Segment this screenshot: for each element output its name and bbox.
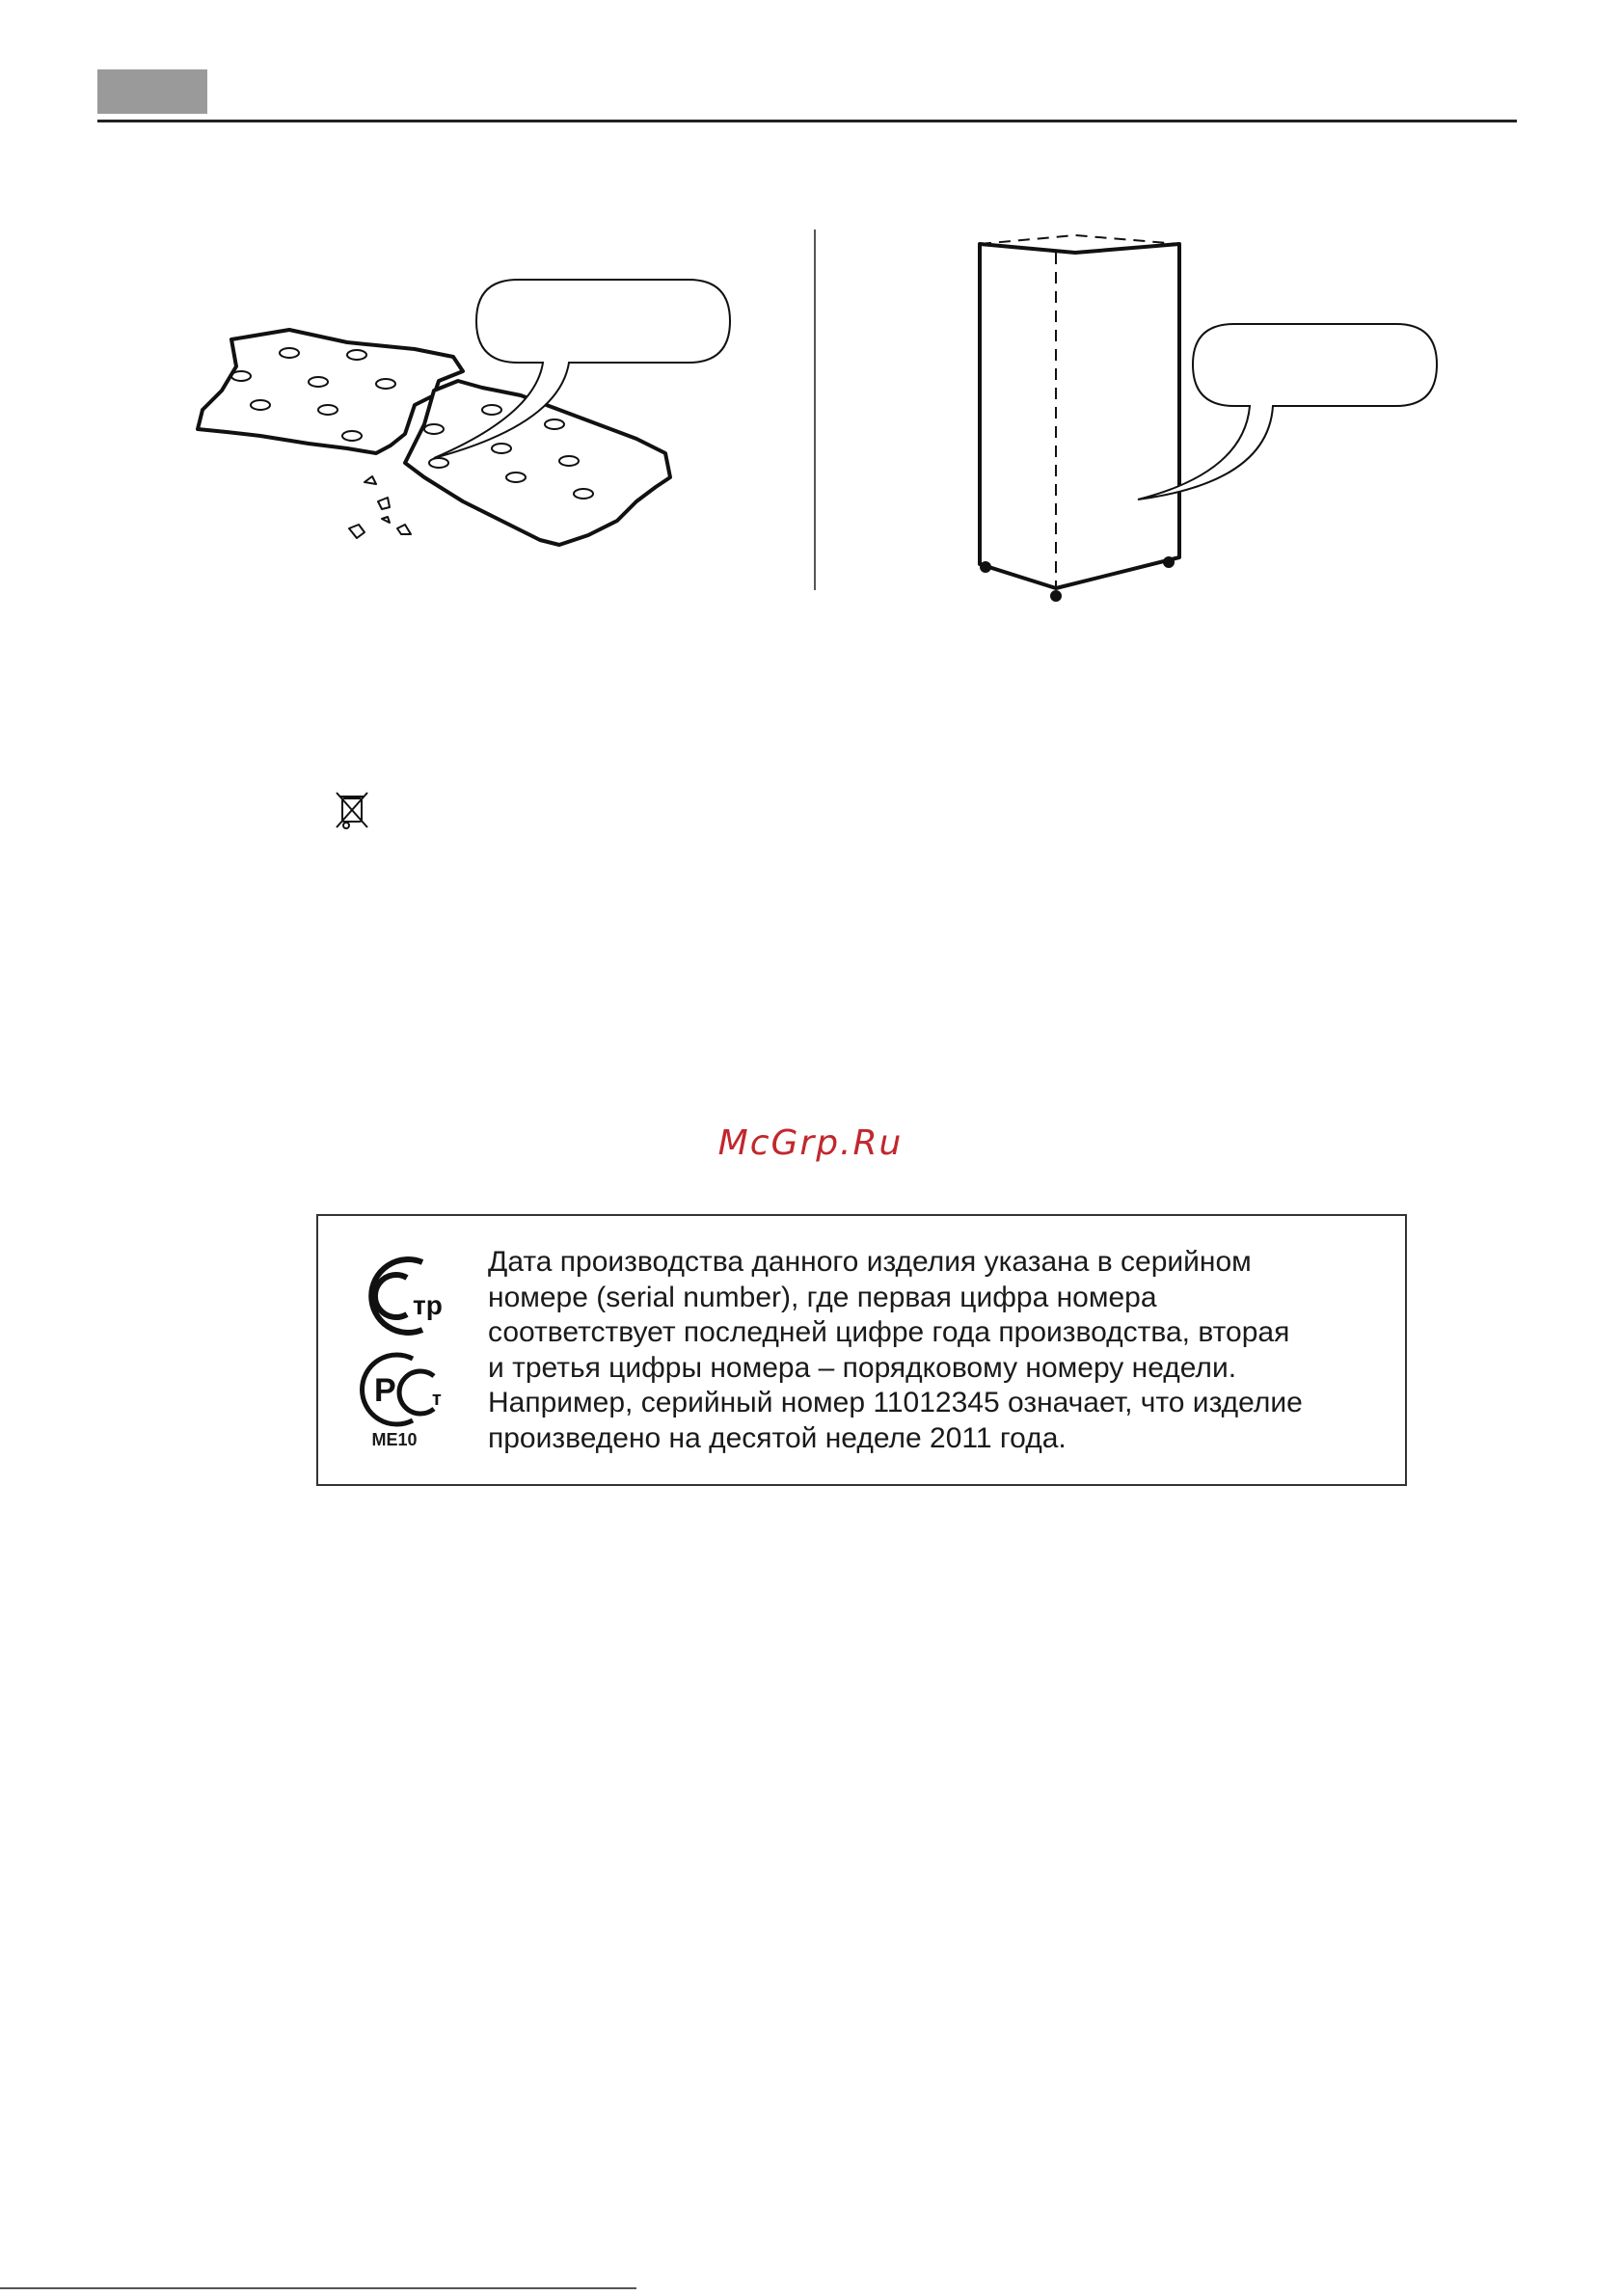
left-speech-bubble (433, 279, 732, 459)
section-tab (97, 69, 207, 114)
notice-line: и третья цифры номера – порядковому номе… (488, 1351, 1237, 1384)
appliance-illustration (978, 234, 1181, 602)
certificate-code: ME10 (371, 1430, 418, 1449)
svg-text:тр: тр (413, 1290, 443, 1320)
crossed-out-wheelie-bin-icon (336, 792, 368, 829)
illustration-area (196, 230, 1439, 602)
notice-line: произведено на десятой неделе 2011 года. (488, 1421, 1067, 1454)
notice-line: соответствует последней цифре года произ… (488, 1316, 1290, 1348)
eac-ctr-mark-icon: тр (368, 1256, 443, 1336)
right-speech-bubble (1137, 323, 1439, 500)
production-date-notice: тр Р т ME10 Дата производства данного из… (316, 1214, 1407, 1486)
notice-text: Дата производства данного изделия указан… (488, 1245, 1390, 1456)
notice-line: Дата производства данного изделия указан… (488, 1246, 1252, 1278)
watermark: McGrp.Ru (717, 1123, 904, 1163)
svg-text:Р: Р (374, 1372, 396, 1409)
header-divider (97, 120, 1517, 122)
notice-line: Например, серийный номер 11012345 означа… (488, 1387, 1303, 1418)
notice-line: номере (serial number), где первая цифра… (488, 1281, 1157, 1313)
footer-divider (0, 2287, 636, 2289)
svg-text:т: т (432, 1389, 442, 1410)
certification-marks: тр Р т (360, 1256, 443, 1427)
broken-panel-illustration (196, 328, 672, 547)
rostest-pct-mark-icon: Р т (360, 1352, 442, 1427)
